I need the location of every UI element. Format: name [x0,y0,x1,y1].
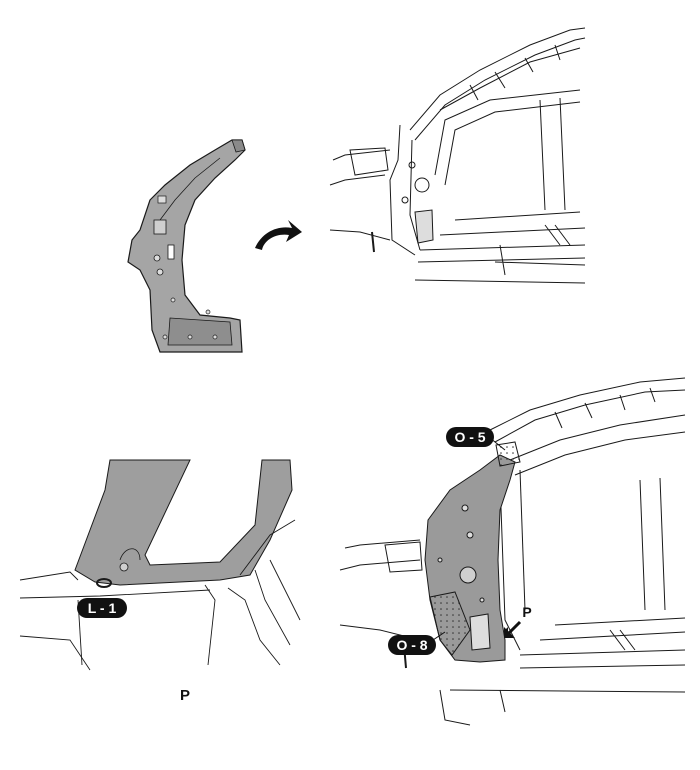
vehicle-body-side-after [339,377,686,726]
callout-o5: O - 5 [446,427,506,451]
callout-o5-label: O - 5 [454,429,485,445]
view-arrow-label: P [522,604,531,620]
detail-view-p [19,459,301,671]
detail-view-caption: P [180,687,190,704]
replacement-pillar-panel [127,139,246,353]
callout-o8-label: O - 8 [396,637,427,653]
callout-o8: O - 8 [388,631,446,655]
vehicle-body-side-before [329,27,586,284]
install-arrow-icon [255,220,302,250]
callout-l1: L - 1 [77,598,127,618]
callout-l1-label: L - 1 [88,600,117,616]
view-arrow-p: P [504,604,532,638]
